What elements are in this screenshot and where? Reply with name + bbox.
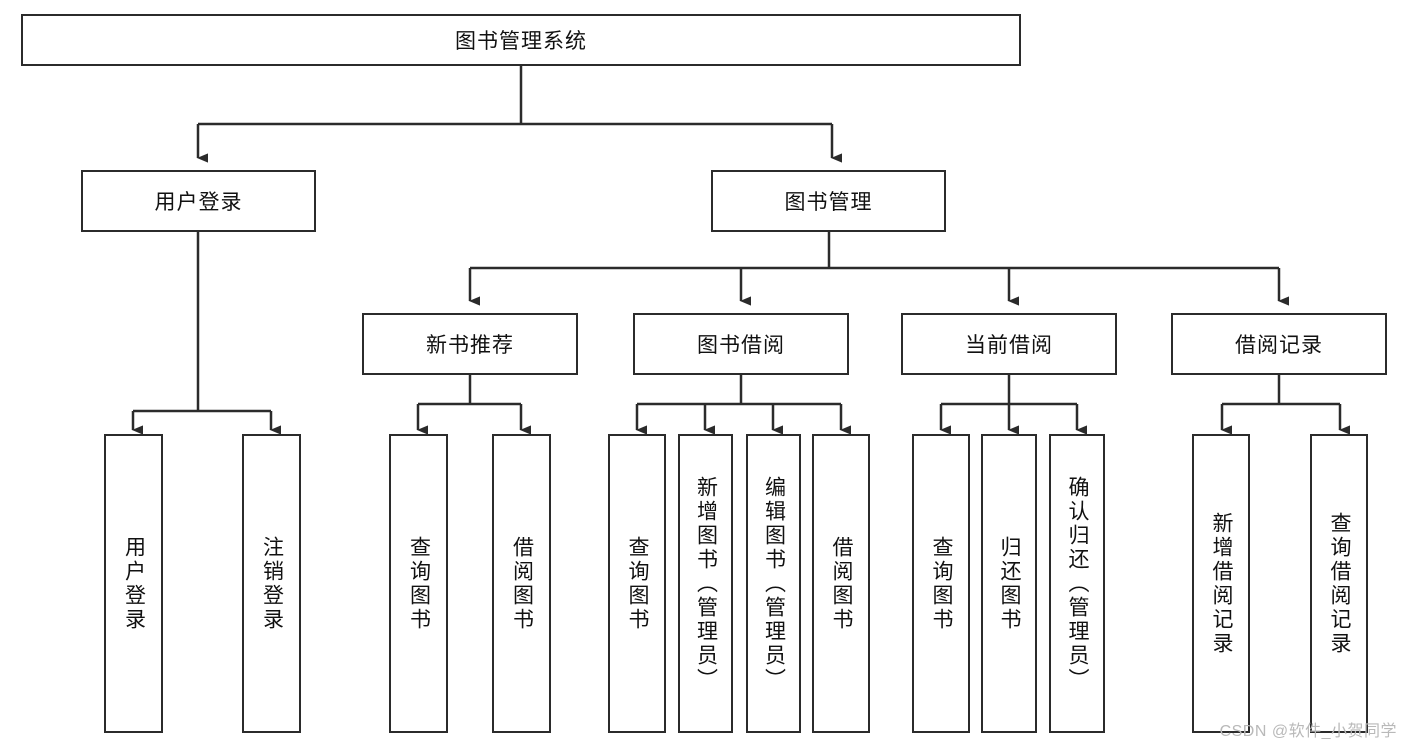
leaf-recommend-query-book-label: 查询图书 [407,535,431,632]
leaf-recommend-borrow-book-label: 借阅图书 [510,535,534,632]
node-new-book-recommend-label: 新书推荐 [426,334,514,357]
leaf-recommend-borrow-book[interactable]: 借阅图书 [492,434,551,733]
node-root-label: 图书管理系统 [455,30,587,53]
leaf-record-query[interactable]: 查询借阅记录 [1310,434,1368,733]
leaf-borrow-borrow-book[interactable]: 借阅图书 [812,434,870,733]
node-borrow-record[interactable]: 借阅记录 [1171,313,1387,375]
node-current-borrow[interactable]: 当前借阅 [901,313,1117,375]
leaf-current-query-book[interactable]: 查询图书 [912,434,970,733]
leaf-borrow-edit-book[interactable]: 编辑图书（管理员） [746,434,801,733]
node-root[interactable]: 图书管理系统 [21,14,1021,66]
node-book-management[interactable]: 图书管理 [711,170,946,232]
node-book-borrow-label: 图书借阅 [697,334,785,357]
node-current-borrow-label: 当前借阅 [965,334,1053,357]
leaf-user-logout-label: 注销登录 [260,535,284,632]
leaf-current-confirm-return-label: 确认归还（管理员） [1066,475,1090,692]
node-borrow-record-label: 借阅记录 [1235,334,1323,357]
leaf-borrow-add-book[interactable]: 新增图书（管理员） [678,434,733,733]
watermark: CSDN @软件_小贺同学 [1219,723,1397,740]
node-book-management-label: 图书管理 [784,191,873,214]
leaf-record-add[interactable]: 新增借阅记录 [1192,434,1250,733]
leaf-borrow-add-book-label: 新增图书（管理员） [694,475,718,692]
node-user-login[interactable]: 用户登录 [81,170,316,232]
leaf-current-query-book-label: 查询图书 [930,535,954,632]
leaf-record-query-label: 查询借阅记录 [1328,511,1352,656]
leaf-current-return-book-label: 归还图书 [998,535,1022,632]
leaf-borrow-borrow-book-label: 借阅图书 [830,535,854,632]
leaf-current-return-book[interactable]: 归还图书 [981,434,1037,733]
leaf-borrow-query-book[interactable]: 查询图书 [608,434,666,733]
leaf-borrow-query-book-label: 查询图书 [626,535,650,632]
leaf-record-add-label: 新增借阅记录 [1210,511,1234,656]
node-new-book-recommend[interactable]: 新书推荐 [362,313,578,375]
leaf-user-login-label: 用户登录 [122,535,146,632]
leaf-recommend-query-book[interactable]: 查询图书 [389,434,448,733]
leaf-current-confirm-return[interactable]: 确认归还（管理员） [1049,434,1105,733]
node-user-login-label: 用户登录 [154,191,243,214]
leaf-borrow-edit-book-label: 编辑图书（管理员） [762,475,786,692]
leaf-user-login[interactable]: 用户登录 [104,434,163,733]
leaf-user-logout[interactable]: 注销登录 [242,434,301,733]
node-book-borrow[interactable]: 图书借阅 [633,313,849,375]
